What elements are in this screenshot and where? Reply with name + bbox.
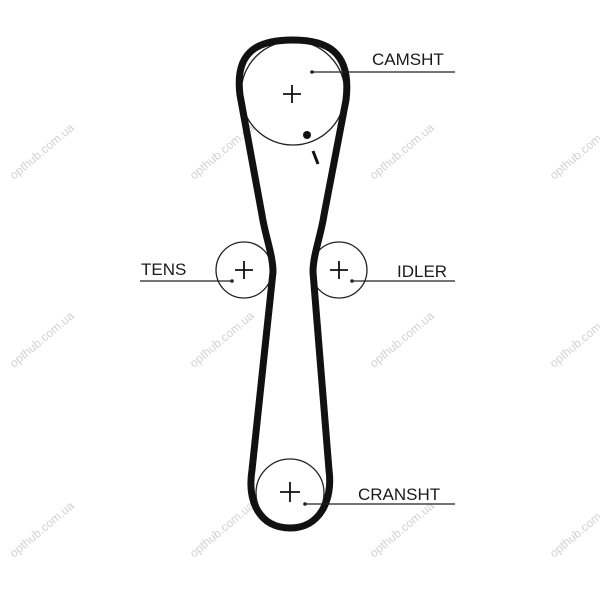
watermark: opthub.com.ua	[367, 498, 437, 560]
camshaft-label: CAMSHT	[372, 50, 444, 69]
watermark: opthub.com.ua	[547, 498, 600, 560]
watermark: opthub.com.ua	[187, 308, 257, 370]
camshaft-center-icon	[283, 85, 301, 103]
watermark: opthub.com.ua	[7, 498, 77, 560]
camshaft-pulley	[240, 40, 346, 146]
timing-mark-line-icon	[311, 150, 320, 165]
crankshaft-center-icon	[280, 482, 300, 502]
watermark: opthub.com.ua	[7, 120, 77, 182]
watermark: opthub.com.ua	[7, 308, 77, 370]
watermark: opthub.com.ua	[367, 120, 437, 182]
crankshaft-label: CRANSHT	[358, 485, 440, 504]
watermark: opthub.com.ua	[547, 120, 600, 182]
watermark: opthub.com.ua	[367, 308, 437, 370]
timing-belt	[235, 36, 351, 532]
watermark: opthub.com.ua	[187, 498, 257, 560]
watermark-layer: opthub.com.ua opthub.com.ua opthub.com.u…	[7, 120, 600, 560]
leader-endpoints	[230, 70, 354, 506]
timing-mark-dot-icon	[303, 131, 311, 139]
leader-lines	[140, 71, 455, 505]
tensioner-label: TENS	[141, 260, 186, 279]
idler-label: IDLER	[397, 262, 447, 281]
idler-center-icon	[330, 261, 348, 279]
watermark: opthub.com.ua	[547, 308, 600, 370]
tensioner-center-icon	[235, 261, 253, 279]
